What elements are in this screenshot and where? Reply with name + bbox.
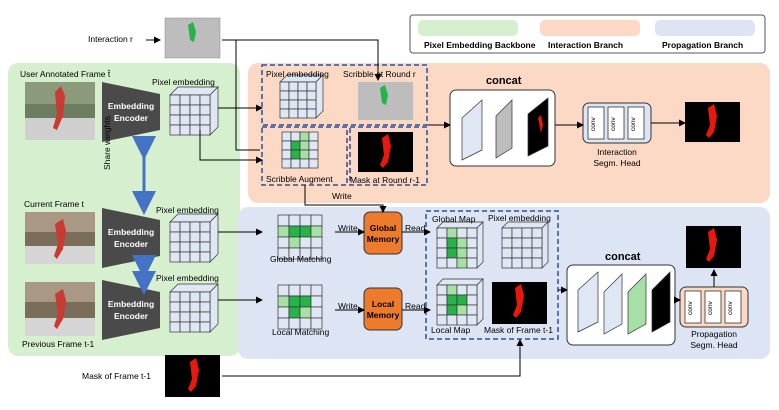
- encoder-user-label: Embedding Encoder: [104, 102, 158, 122]
- interaction-conv-block-3: [627, 106, 645, 140]
- propagation-conv-block-2: [704, 290, 722, 324]
- mask-round-image: [358, 132, 413, 172]
- share-weights-label: Share weights: [102, 116, 112, 170]
- mask-round-dashed: [349, 126, 428, 186]
- mask-round-label: Mask at Round r-1: [350, 175, 420, 185]
- previous-frame-label: Previous Frame t-1: [22, 339, 95, 349]
- interaction-image: [164, 17, 221, 59]
- flow-arrows: [146, 36, 718, 377]
- current-frame-image: [25, 212, 95, 264]
- propagation-conv-label-2: conv: [707, 301, 714, 315]
- global-map-grid: [436, 221, 484, 269]
- global-map-label: Global Map: [432, 214, 476, 224]
- mask-frame-label: Mask of Frame t-1: [484, 325, 553, 335]
- scribble-dashed-group: [261, 64, 428, 126]
- propagation-conv-block-3: [724, 290, 742, 324]
- previous-frame-image: [25, 282, 95, 336]
- interaction-input-label: Interaction r: [88, 34, 133, 44]
- pixel-embedding-grid-interaction: [279, 74, 324, 119]
- interaction-conv-block-2: [607, 106, 625, 140]
- interaction-concat-stack: [449, 89, 556, 167]
- legend-swatch-interaction: [540, 20, 640, 36]
- legend-backbone-label: Pixel Embedding Backbone: [424, 40, 536, 50]
- scribble-round-image: [358, 82, 413, 120]
- pixel-embedding-label-interaction: Pixel embedding: [266, 69, 329, 79]
- user-frame-label: User Annotated Frame t̂: [20, 69, 111, 79]
- encoder-current-label: Embedding Encoder: [104, 228, 158, 248]
- legend-swatch-backbone: [418, 20, 518, 36]
- read-label-global: Read: [405, 223, 426, 233]
- interaction-conv-label-1: conv: [590, 117, 597, 131]
- pixel-embedding-grid-user: [169, 86, 219, 136]
- encoder-previous-label: Embedding Encoder: [104, 300, 158, 320]
- memory-read-dashed: [425, 210, 559, 340]
- local-map-label: Local Map: [431, 325, 471, 335]
- write-label-interaction: Write: [332, 191, 352, 201]
- propagation-conv-label-1: conv: [687, 301, 694, 315]
- legend-interaction-label: Interaction Branch: [548, 40, 624, 50]
- propagation-concat-stack: [566, 264, 676, 346]
- mask-input-image: [165, 355, 220, 397]
- scribble-augment-label: Scribble Augment: [266, 174, 333, 184]
- pixel-embedding-label-user: Pixel embedding: [152, 77, 215, 87]
- pixel-embedding-label-previous: Pixel embedding: [156, 273, 219, 283]
- pixel-embedding-label-propagation: Pixel embedding: [488, 213, 551, 223]
- legend-propagation-label: Propagation Branch: [662, 40, 744, 50]
- legend-swatch-propagation: [655, 20, 755, 36]
- interaction-conv-label-2: conv: [610, 117, 617, 131]
- current-frame-label: Current Frame t: [24, 199, 84, 209]
- embedding-encoder-previous: [102, 280, 160, 340]
- mask-frame-image: [492, 282, 547, 324]
- embedding-encoder-current: [102, 208, 160, 268]
- mask-frame-input-label: Mask of Frame t-1: [82, 371, 151, 381]
- local-matching-grid: [277, 284, 323, 330]
- propagation-conv-block-1: [684, 290, 702, 324]
- interaction-concat-label: concat: [486, 75, 522, 87]
- global-matching-label: Global Matching: [270, 254, 332, 264]
- local-map-grid: [436, 278, 484, 326]
- pixel-embedding-grid-previous: [169, 283, 219, 333]
- propagation-concat-label: concat: [605, 251, 641, 263]
- read-label-local: Read: [405, 301, 426, 311]
- interaction-conv-block-1: [587, 106, 605, 140]
- write-label-local: Write: [338, 301, 358, 311]
- scribble-augment-grid: [281, 131, 319, 169]
- propagation-output-mask: [686, 226, 741, 268]
- interaction-conv-label-3: conv: [630, 117, 637, 131]
- scribble-round-label: Scribble at Round r: [343, 69, 416, 79]
- propagation-conv-label-3: conv: [727, 301, 734, 315]
- write-label-global: Write: [338, 223, 358, 233]
- global-matching-grid: [277, 214, 323, 260]
- pixel-embedding-grid-current: [169, 213, 219, 263]
- pixel-embedding-label-current: Pixel embedding: [156, 205, 219, 215]
- embedding-encoder-user: [102, 82, 160, 142]
- local-matching-label: Local Matching: [272, 327, 330, 337]
- user-frame-image: [25, 82, 95, 140]
- pixel-embedding-grid-propagation: [501, 221, 549, 269]
- interaction-output-mask: [685, 102, 740, 142]
